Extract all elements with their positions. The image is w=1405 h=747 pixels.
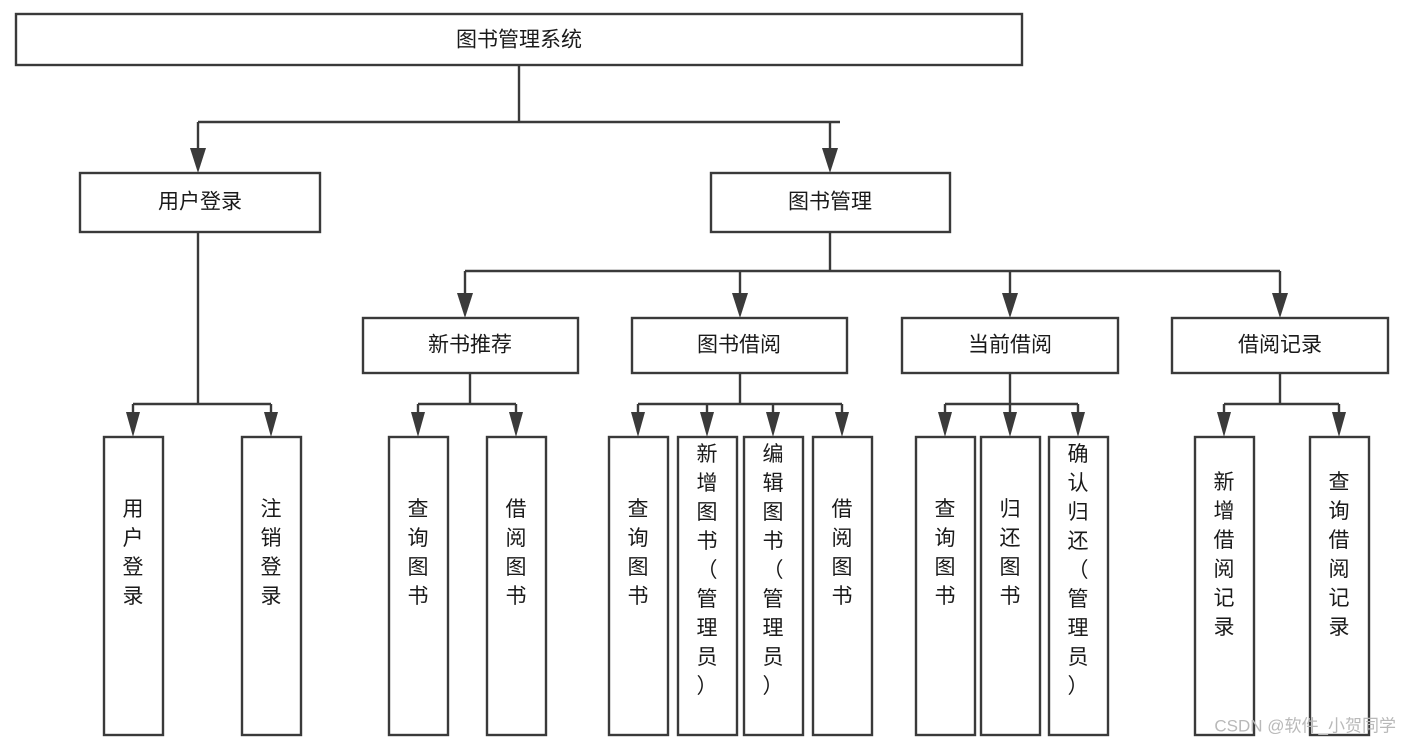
node-borrow-record[interactable]: 借阅记录 (1170, 316, 1390, 375)
node-user-login[interactable]: 用户登录 (78, 171, 322, 234)
node-new-book-recommend[interactable]: 新书推荐 (361, 316, 580, 375)
node-book-borrow[interactable]: 图书借阅 (630, 316, 849, 375)
arrow-head-leaf-borrow-book-2 (835, 412, 849, 437)
node-root-box[interactable] (14, 12, 1024, 67)
connector-book-borrow-to-leaves (631, 373, 849, 437)
connector-borrow-record-to-leaves (1217, 373, 1346, 437)
csdn-watermark: CSDN @软件_小贺同学 (1214, 716, 1396, 735)
arrow-head-leaf-confirm-return-admin (1071, 412, 1085, 437)
node-root[interactable]: 图书管理系统 (14, 12, 1024, 67)
arrow-head-new-book-recommend (457, 293, 473, 318)
arrow-head-leaf-query-book-2 (631, 412, 645, 437)
connector-new-book-recommend-to-leaves (411, 373, 523, 437)
node-leaf-user-login-box[interactable] (102, 435, 165, 737)
node-leaf-user-login-label: 用户登录 (123, 498, 144, 608)
node-current-borrow-label: 当前借阅 (968, 334, 1052, 357)
connector-current-borrow-to-leaves (938, 373, 1085, 437)
arrow-head-leaf-user-login (126, 412, 140, 437)
arrow-head-leaf-borrow-book-1 (509, 412, 523, 437)
node-leaf-confirm-return-admin-label: 确认归还（管理员） (1068, 443, 1089, 698)
node-leaf-query-book-3-box[interactable] (914, 435, 977, 737)
node-leaf-return-book-label: 归还图书 (1000, 498, 1021, 608)
node-borrow-record-label: 借阅记录 (1238, 334, 1322, 357)
node-leaf-add-book-admin-label: 新增图书（管理员） (697, 443, 718, 698)
node-borrow-record-box[interactable] (1170, 316, 1390, 375)
node-book-management[interactable]: 图书管理 (709, 171, 952, 234)
node-new-book-recommend-label: 新书推荐 (428, 334, 512, 357)
connector-root-to-level1 (190, 65, 840, 173)
node-user-login-box[interactable] (78, 171, 322, 234)
arrow-head-book-borrow (732, 293, 748, 318)
node-new-book-recommend-box[interactable] (361, 316, 580, 375)
node-book-management-label: 图书管理 (788, 191, 872, 214)
node-leaf-confirm-return-admin-box[interactable] (1047, 435, 1110, 737)
connector-user-login-to-leaves (126, 232, 278, 437)
node-leaf-query-book-2-label: 查询图书 (628, 498, 649, 608)
arrow-head-leaf-query-book-3 (938, 412, 952, 437)
node-leaf-query-book-3[interactable]: 查询图书 (914, 435, 977, 737)
node-leaf-query-borrow-record-label: 查询借阅记录 (1329, 471, 1350, 639)
node-current-borrow[interactable]: 当前借阅 (900, 316, 1120, 375)
arrow-head-borrow-record (1272, 293, 1288, 318)
node-leaf-borrow-book-2[interactable]: 借阅图书 (811, 435, 874, 737)
node-leaf-add-borrow-record[interactable]: 新增借阅记录 (1193, 435, 1256, 737)
node-leaf-confirm-return-admin[interactable]: 确认归还（管理员） (1047, 435, 1110, 737)
node-leaf-query-book-2-box[interactable] (607, 435, 670, 737)
node-leaf-add-borrow-record-box[interactable] (1193, 435, 1256, 737)
node-leaf-user-logout-box[interactable] (240, 435, 303, 737)
node-book-management-box[interactable] (709, 171, 952, 234)
node-leaf-add-borrow-record-label: 新增借阅记录 (1214, 471, 1235, 639)
arrow-head-leaf-user-logout (264, 412, 278, 437)
node-leaf-query-book-2[interactable]: 查询图书 (607, 435, 670, 737)
arrow-head-leaf-edit-book-admin (766, 412, 780, 437)
node-leaf-borrow-book-2-label: 借阅图书 (832, 498, 853, 608)
node-leaf-edit-book-admin[interactable]: 编辑图书（管理员） (742, 435, 805, 737)
node-leaf-add-book-admin[interactable]: 新增图书（管理员） (676, 435, 739, 737)
node-leaf-user-login[interactable]: 用户登录 (102, 435, 165, 737)
node-user-login-label: 用户登录 (158, 191, 242, 214)
node-leaf-query-book-1-label: 查询图书 (408, 498, 429, 608)
node-leaf-edit-book-admin-box[interactable] (742, 435, 805, 737)
node-leaf-borrow-book-1-box[interactable] (485, 435, 548, 737)
arrow-head-leaf-add-book-admin (700, 412, 714, 437)
arrow-head-leaf-query-book-1 (411, 412, 425, 437)
node-leaf-edit-book-admin-label: 编辑图书（管理员） (763, 443, 784, 698)
node-book-borrow-label: 图书借阅 (697, 334, 781, 357)
arrow-head-current-borrow (1002, 293, 1018, 318)
connector-book-management-to-level2 (457, 232, 1288, 318)
node-leaf-add-book-admin-box[interactable] (676, 435, 739, 737)
node-leaf-borrow-book-1-label: 借阅图书 (506, 498, 527, 608)
arrow-head-user-login (190, 148, 206, 173)
arrow-head-book-management (822, 148, 838, 173)
node-leaf-query-book-1[interactable]: 查询图书 (387, 435, 450, 737)
node-leaf-query-borrow-record-box[interactable] (1308, 435, 1371, 737)
node-leaf-return-book-box[interactable] (979, 435, 1042, 737)
arrow-head-leaf-add-borrow-record (1217, 412, 1231, 437)
node-leaf-return-book[interactable]: 归还图书 (979, 435, 1042, 737)
node-leaf-query-borrow-record[interactable]: 查询借阅记录 (1308, 435, 1371, 737)
node-current-borrow-box[interactable] (900, 316, 1120, 375)
node-leaf-user-logout[interactable]: 注销登录 (240, 435, 303, 737)
node-leaf-borrow-book-2-box[interactable] (811, 435, 874, 737)
arrow-head-leaf-query-borrow-record (1332, 412, 1346, 437)
node-leaf-user-logout-label: 注销登录 (261, 498, 282, 608)
node-book-borrow-box[interactable] (630, 316, 849, 375)
node-leaf-borrow-book-1[interactable]: 借阅图书 (485, 435, 548, 737)
arrow-head-leaf-return-book (1003, 412, 1017, 437)
node-root-label: 图书管理系统 (456, 29, 582, 52)
node-leaf-query-book-1-box[interactable] (387, 435, 450, 737)
node-leaf-query-book-3-label: 查询图书 (935, 498, 956, 608)
